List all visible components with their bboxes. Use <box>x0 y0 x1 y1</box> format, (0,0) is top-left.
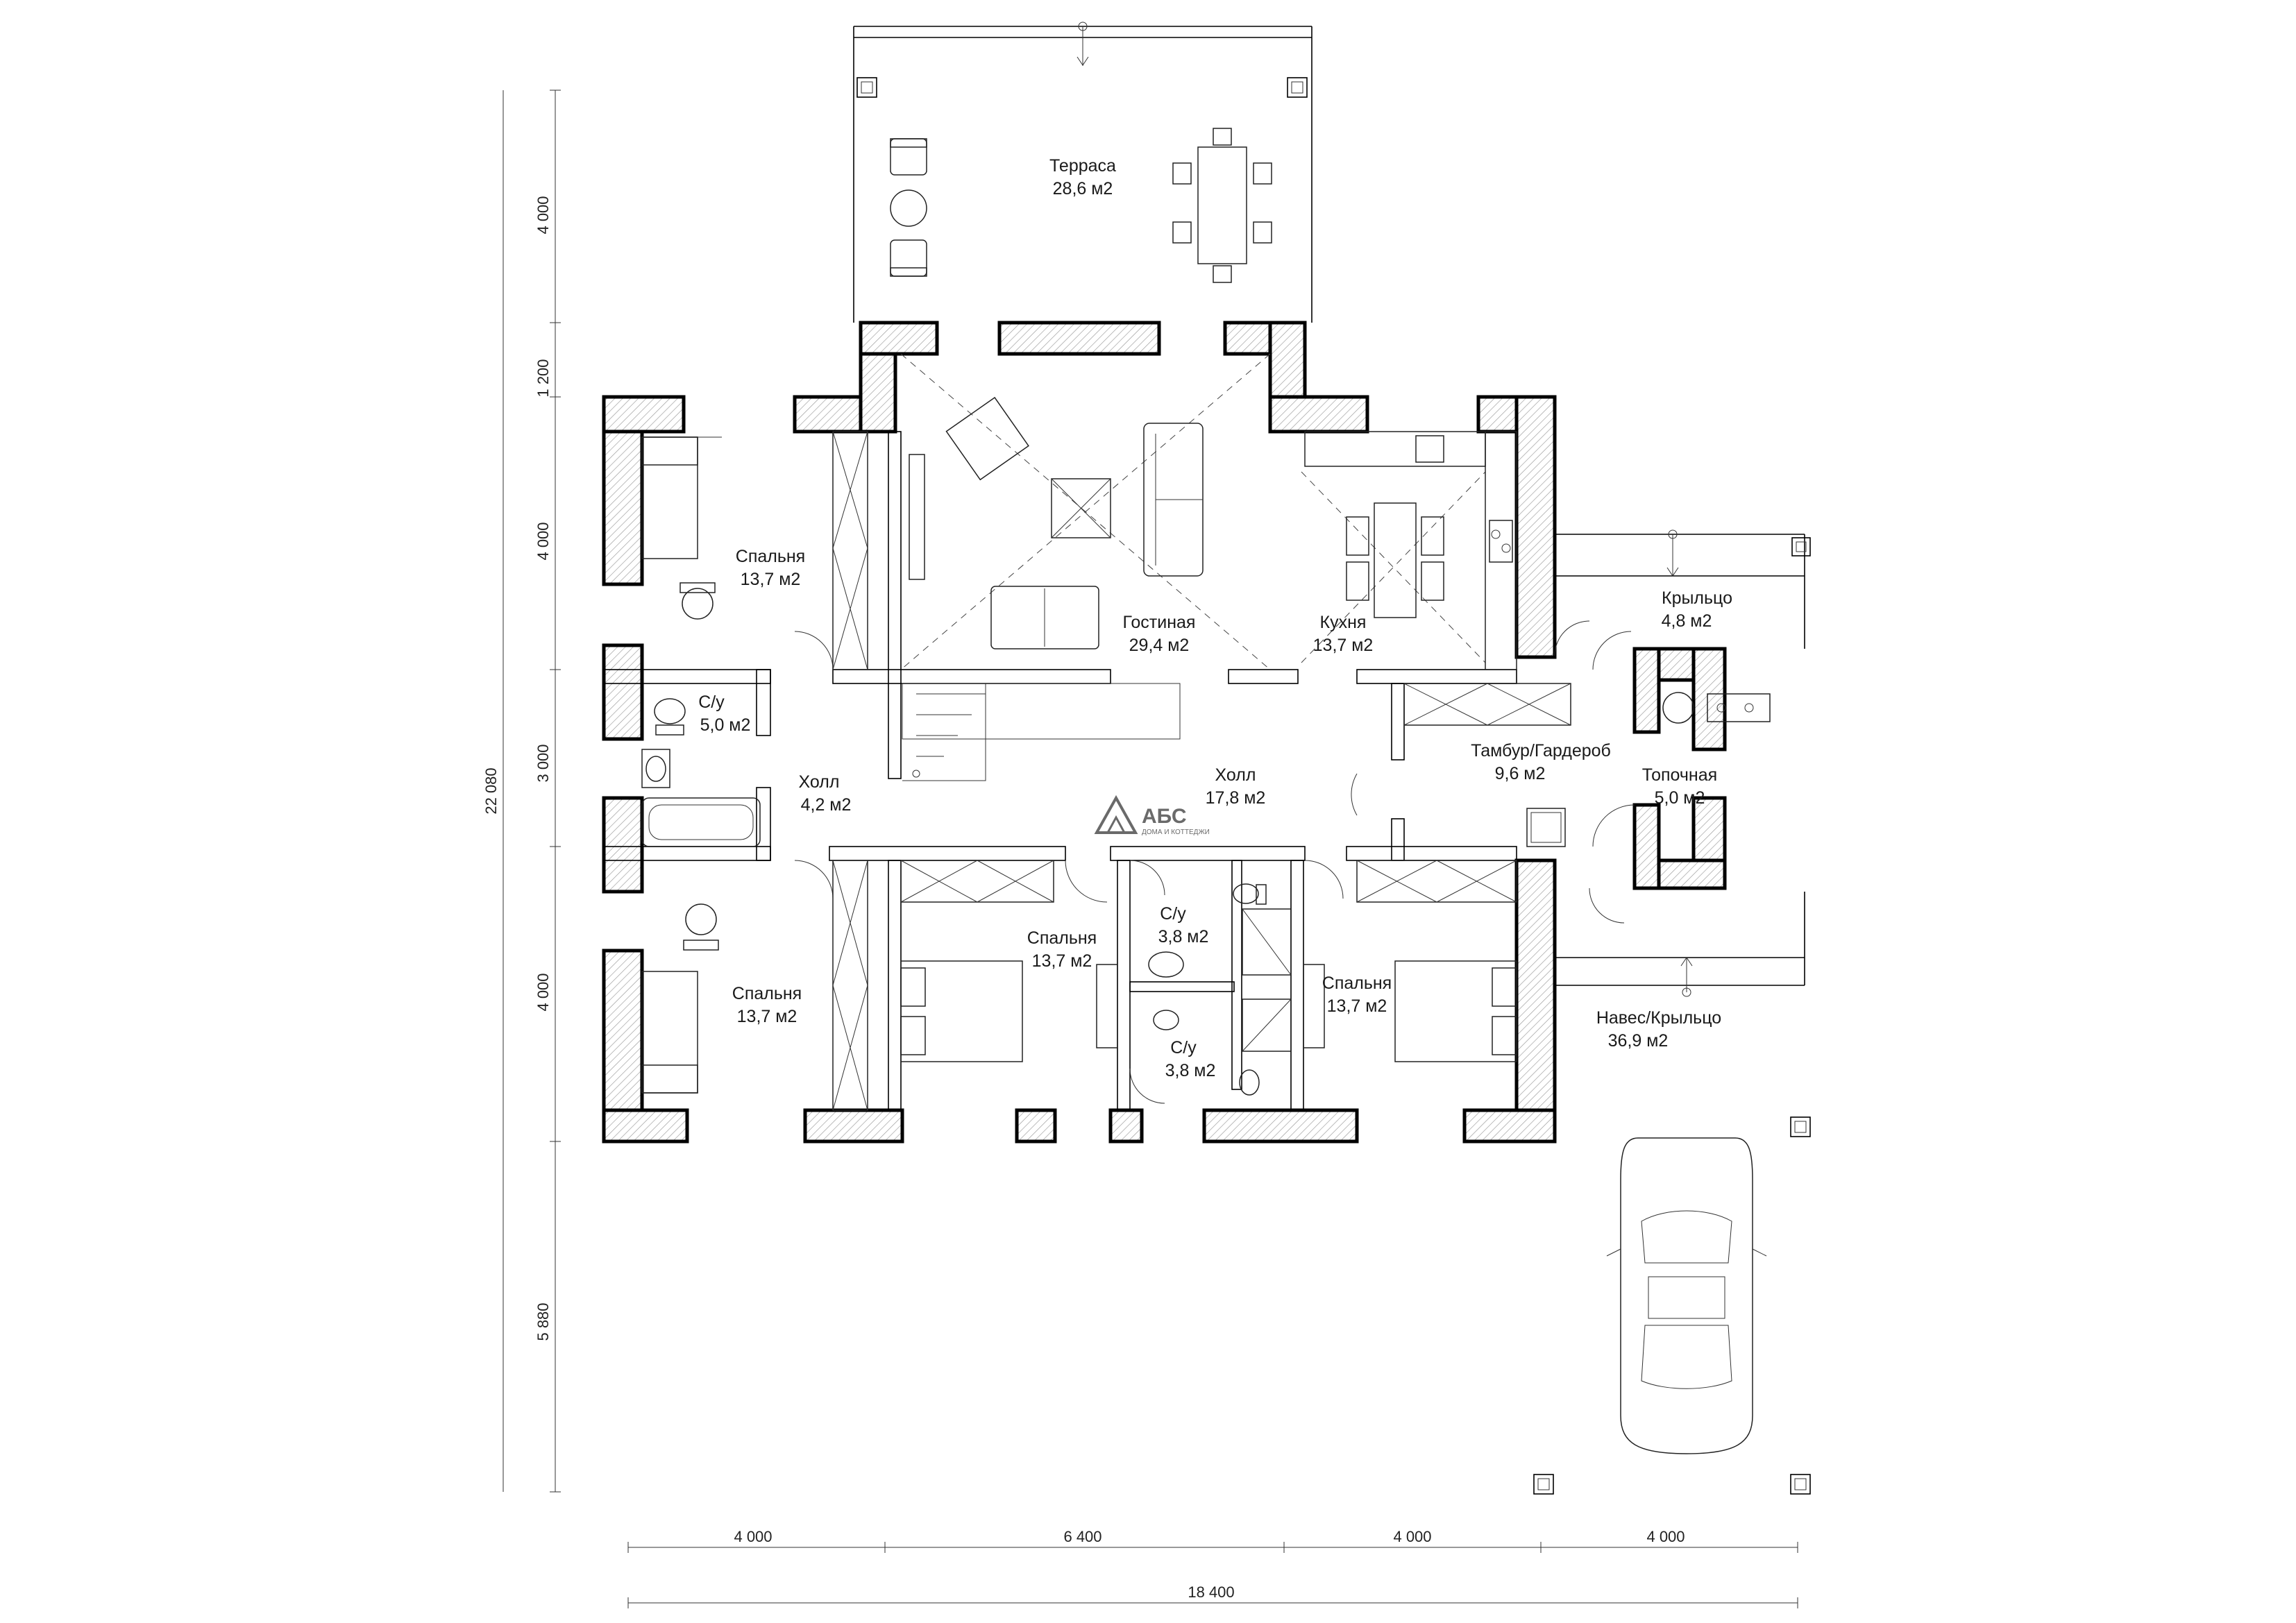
carport: Навес/Крыльцо 36,9 м2 <box>1533 887 1811 1495</box>
room-name-carport: Навес/Крыльцо <box>1596 1008 1721 1028</box>
logo: АБС ДОМА И КОТТЕДЖИ <box>1094 794 1210 836</box>
dim-h-3: 4 000 <box>1393 1528 1431 1545</box>
room-name-bed-nw: Спальня <box>736 547 805 566</box>
room-name-wc-c2: С/у <box>1170 1038 1197 1057</box>
room-area-porch: 4,8 м2 <box>1662 611 1712 631</box>
room-area-terrace: 28,6 м2 <box>1053 179 1113 198</box>
room-name-hall-c: Холл <box>1215 765 1256 785</box>
hall-west: Холл 4,2 м2 <box>794 631 852 899</box>
dim-v-total: 22 080 <box>482 767 500 814</box>
dim-h-1: 4 000 <box>734 1528 772 1545</box>
dim-h-4: 4 000 <box>1646 1528 1685 1545</box>
logo-title: АБС <box>1142 805 1187 828</box>
room-name-wc-c1: С/у <box>1160 904 1186 924</box>
furnace-room: Топочная 5,0 м2 <box>1592 692 1771 847</box>
room-name-bed-sw: Спальня <box>732 984 802 1003</box>
room-area-vestibule: 9,6 м2 <box>1495 764 1546 783</box>
kitchen: Кухня 13,7 м2 <box>1301 431 1517 670</box>
room-area-wc-c1: 3,8 м2 <box>1158 927 1209 946</box>
dimensions-vertical: 4 000 1 200 4 000 3 000 4 000 5 880 22 0… <box>482 90 561 1493</box>
dim-v-5: 4 000 <box>534 973 552 1011</box>
dim-v-6: 5 880 <box>534 1302 552 1341</box>
room-name-hall-w: Холл <box>799 772 840 792</box>
hall-center: Холл 17,8 м2 <box>1065 765 1358 903</box>
bedroom-nw: Спальня 13,7 м2 <box>641 431 868 670</box>
vestibule: Тамбур/Гардероб 9,6 м2 <box>1403 631 1632 847</box>
logo-subtitle: ДОМА И КОТТЕДЖИ <box>1142 829 1210 836</box>
dim-h-2: 6 400 <box>1063 1528 1101 1545</box>
room-area-bed-se: 13,7 м2 <box>1327 996 1387 1016</box>
bedroom-se: Спальня 13,7 м2 <box>1303 860 1517 1062</box>
room-area-furnace: 5,0 м2 <box>1655 788 1705 808</box>
room-area-wc-c2: 3,8 м2 <box>1165 1061 1216 1080</box>
room-area-bed-nw: 13,7 м2 <box>741 570 801 589</box>
room-area-living: 29,4 м2 <box>1129 636 1190 655</box>
living-room: Гостиная 29,4 м2 <box>900 353 1271 670</box>
room-name-bed-se: Спальня <box>1322 974 1392 993</box>
room-name-wc-w: С/у <box>698 692 725 712</box>
car-icon <box>1606 1137 1767 1454</box>
room-area-hall-c: 17,8 м2 <box>1206 788 1266 808</box>
room-area-bed-sc: 13,7 м2 <box>1032 951 1092 971</box>
dim-v-1: 4 000 <box>534 196 552 234</box>
room-area-carport: 36,9 м2 <box>1608 1031 1669 1051</box>
dimensions-horizontal: 4 000 6 400 4 000 4 000 18 400 <box>627 1528 1798 1608</box>
dim-h-total: 18 400 <box>1188 1583 1234 1601</box>
room-name-living: Гостиная <box>1123 613 1196 632</box>
room-area-wc-w: 5,0 м2 <box>700 715 751 735</box>
porch: Крыльцо 4,8 м2 <box>1554 529 1811 656</box>
room-area-bed-sw: 13,7 м2 <box>737 1007 797 1026</box>
bathrooms-center: С/у 3,8 м2 С/у 3,8 м2 <box>1129 860 1292 1104</box>
dim-v-3: 4 000 <box>534 522 552 560</box>
room-area-hall-w: 4,2 м2 <box>801 795 852 815</box>
terrace: Терраса 28,6 м2 <box>853 22 1312 323</box>
room-name-vestibule: Тамбур/Гардероб <box>1471 741 1611 760</box>
dim-v-2: 1 200 <box>534 359 552 397</box>
logo-icon <box>1094 794 1138 834</box>
room-name-terrace: Терраса <box>1049 156 1116 176</box>
bathroom-west: С/у 5,0 м2 <box>641 692 761 847</box>
room-name-porch: Крыльцо <box>1662 588 1732 608</box>
room-area-kitchen: 13,7 м2 <box>1313 636 1374 655</box>
bedroom-sc: Спальня 13,7 м2 <box>900 860 1118 1062</box>
room-name-kitchen: Кухня <box>1320 613 1367 632</box>
room-name-bed-sc: Спальня <box>1027 928 1097 948</box>
bedroom-sw: Спальня 13,7 м2 <box>641 860 868 1111</box>
room-name-furnace: Топочная <box>1642 765 1717 785</box>
dim-v-4: 3 000 <box>534 744 552 782</box>
